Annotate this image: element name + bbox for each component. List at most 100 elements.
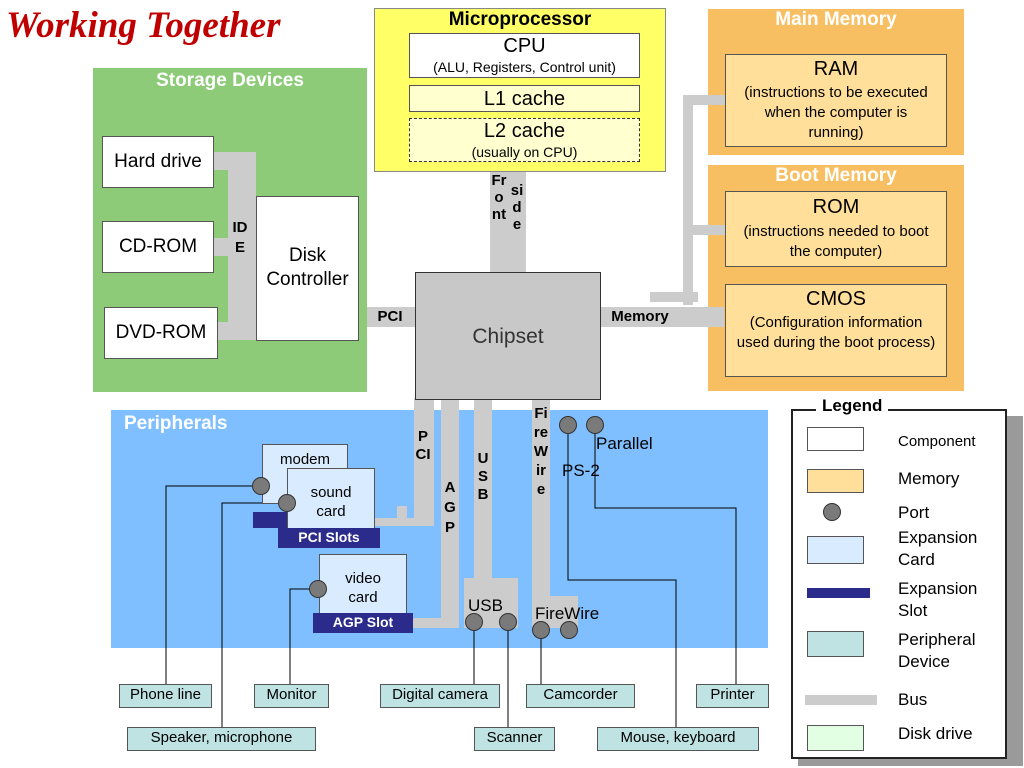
agp-bus-label: AGP — [444, 479, 456, 536]
modem-port[interactable] — [252, 477, 270, 495]
pci-bus-label: PCI — [377, 308, 403, 325]
l2-cache-box: L2 cache (usually on CPU) — [409, 118, 640, 162]
usb-port-1[interactable] — [465, 613, 483, 631]
memory-bus-vertical-2 — [650, 292, 698, 302]
wire-ps2 — [567, 424, 677, 730]
parallel-port-label: Parallel — [596, 434, 653, 453]
front-side-bus — [490, 172, 526, 272]
chipset-box: Chipset — [415, 272, 601, 400]
agp-bus-to-slot — [406, 618, 459, 628]
sound-card: sound card — [287, 468, 375, 530]
memory-bus-horizontal — [600, 307, 724, 327]
pci-bus-horizontal — [367, 307, 415, 327]
wire-monitor — [289, 588, 318, 686]
legend-swatch-peripheral-device — [807, 631, 864, 657]
phone-line-device: Phone line — [119, 684, 212, 708]
pci-vertical-label: PCI — [415, 428, 431, 463]
rom-box: ROM (instructions needed to boot the com… — [725, 191, 947, 267]
parallel-port[interactable] — [586, 416, 604, 434]
rom-label: ROM — [812, 196, 860, 218]
printer-device: Printer — [696, 684, 769, 708]
usb-bus-label: USB — [477, 450, 489, 503]
cd-rom-box: CD-ROM — [102, 221, 214, 273]
memory-bus-to-ram — [683, 95, 726, 105]
memory-bus-to-rom — [683, 225, 726, 235]
side-bus-label: side — [510, 182, 524, 233]
cmos-sub: (Configuration information used during t… — [736, 314, 936, 351]
legend-label-component: Component — [898, 433, 976, 450]
hard-drive-box: Hard drive — [102, 136, 214, 188]
camcorder-device: Camcorder — [526, 684, 635, 708]
legend-label-expansion-card: Expansion Card — [898, 528, 978, 569]
speaker-microphone-device: Speaker, microphone — [127, 727, 316, 751]
legend-label-port: Port — [898, 503, 930, 522]
video-card-port[interactable] — [309, 580, 327, 598]
boot-memory-title: Boot Memory — [775, 165, 897, 186]
cmos-label: CMOS — [806, 288, 866, 310]
ram-label: RAM — [813, 58, 859, 80]
pci-bus-vertical — [414, 398, 434, 524]
rom-sub: (instructions needed to boot the compute… — [743, 223, 929, 260]
agp-bus-vertical — [441, 398, 459, 626]
legend-swatch-expansion-slot — [807, 588, 870, 598]
peripherals-title: Peripherals — [124, 413, 228, 434]
wire-phone-line — [165, 485, 262, 686]
video-card: video card — [319, 554, 407, 614]
legend-swatch-disk-drive — [807, 725, 864, 751]
legend-label-peripheral-device: Peripheral Device — [898, 630, 976, 671]
sound-card-label: sound card — [310, 484, 352, 520]
front-bus-label: Front — [491, 172, 507, 223]
digital-camera-device: Digital camera — [380, 684, 500, 708]
firewire-port-1[interactable] — [532, 621, 550, 639]
legend-swatch-component — [807, 427, 864, 451]
legend-label-expansion-slot: Expansion Slot — [898, 579, 978, 620]
cpu-sub: (ALU, Registers, Control unit) — [433, 59, 616, 75]
page-title: Working Together — [6, 5, 281, 46]
dvd-rom-box: DVD-ROM — [104, 307, 218, 359]
l2-cache-label: L2 cache — [483, 120, 566, 142]
legend-swatch-bus — [805, 695, 877, 705]
agp-slot: AGP Slot — [313, 613, 413, 633]
legend-label-memory: Memory — [898, 469, 960, 488]
monitor-device: Monitor — [254, 684, 329, 708]
firewire-port-label: FireWire — [535, 604, 600, 623]
l1-cache-box: L1 cache — [409, 85, 640, 112]
sound-card-slot — [253, 512, 287, 528]
legend-label-disk-drive: Disk drive — [898, 724, 973, 743]
usb-bus-vertical — [474, 398, 492, 582]
peripherals-region — [111, 410, 768, 648]
sound-card-port[interactable] — [278, 494, 296, 512]
cpu-box: CPU (ALU, Registers, Control unit) — [409, 33, 640, 78]
scanner-device: Scanner — [474, 727, 555, 751]
storage-title: Storage Devices — [156, 70, 304, 91]
memory-bus-label: Memory — [611, 308, 669, 325]
memory-bus-vertical — [683, 95, 693, 305]
l2-cache-sub: (usually on CPU) — [471, 144, 578, 160]
main-memory-title: Main Memory — [775, 9, 897, 30]
cpu-label: CPU — [503, 35, 546, 57]
ide-branch-hard-drive — [214, 152, 256, 170]
usb-port-label: USB — [468, 596, 503, 615]
ps2-port[interactable] — [559, 416, 577, 434]
pci-bus-stub — [397, 506, 407, 524]
firewire-bus-label: FireWire — [533, 405, 549, 498]
ram-sub: (instructions to be executed when the co… — [744, 84, 928, 141]
pci-slots: PCI Slots — [278, 528, 380, 548]
ide-bus-label: IDE — [232, 219, 248, 256]
disk-controller-box: Disk Controller — [256, 196, 359, 341]
legend-swatch-expansion-card — [807, 536, 864, 564]
microprocessor-title: Microprocessor — [448, 9, 592, 30]
disk-controller-label: Disk Controller — [266, 245, 349, 290]
firewire-port-2[interactable] — [560, 621, 578, 639]
mouse-keyboard-device: Mouse, keyboard — [597, 727, 759, 751]
cmos-box: CMOS (Configuration information used dur… — [725, 284, 947, 377]
video-card-label: video card — [345, 570, 381, 606]
wire-parallel — [594, 424, 737, 686]
usb-port-2[interactable] — [499, 613, 517, 631]
ide-branch-cd-rom — [214, 238, 256, 256]
legend-label-bus: Bus — [898, 690, 928, 709]
ide-branch-dvd-rom — [217, 322, 256, 340]
firewire-bus-vertical — [532, 398, 550, 616]
legend-swatch-port — [823, 503, 841, 521]
legend-swatch-memory — [807, 469, 864, 493]
